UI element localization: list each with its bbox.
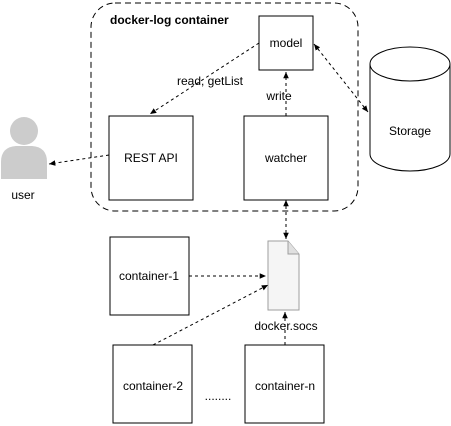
ellipsis: ........ bbox=[205, 389, 232, 403]
container-1-label: container-1 bbox=[119, 269, 179, 283]
edge-model-storage bbox=[313, 43, 369, 113]
storage-node bbox=[369, 46, 451, 172]
edge-model-rest-api bbox=[149, 42, 260, 115]
storage-label: Storage bbox=[389, 124, 431, 138]
container-1-node bbox=[109, 236, 190, 316]
edge-model-rest-api-label: read, getList bbox=[177, 74, 244, 88]
user-icon bbox=[1, 117, 47, 179]
docker-log-container-group bbox=[90, 2, 359, 212]
edge-container-2-socket bbox=[152, 284, 269, 346]
edge-rest-api-user bbox=[48, 154, 110, 166]
rest-api-node bbox=[108, 115, 194, 201]
model-label: model bbox=[270, 36, 303, 50]
edge-watcher-model-label: write bbox=[265, 89, 292, 103]
rest-api-label: REST API bbox=[124, 151, 178, 165]
document-icon bbox=[267, 240, 300, 311]
watcher-label: watcher bbox=[264, 151, 307, 165]
container-2-label: container-2 bbox=[123, 379, 183, 393]
container-n-label: container-n bbox=[255, 379, 315, 393]
model-node bbox=[258, 15, 314, 71]
group-title: docker-log container bbox=[110, 13, 229, 27]
container-2-node bbox=[112, 344, 193, 424]
user-label: user bbox=[11, 188, 34, 202]
docker-socket-label: docker.socs bbox=[254, 319, 317, 333]
